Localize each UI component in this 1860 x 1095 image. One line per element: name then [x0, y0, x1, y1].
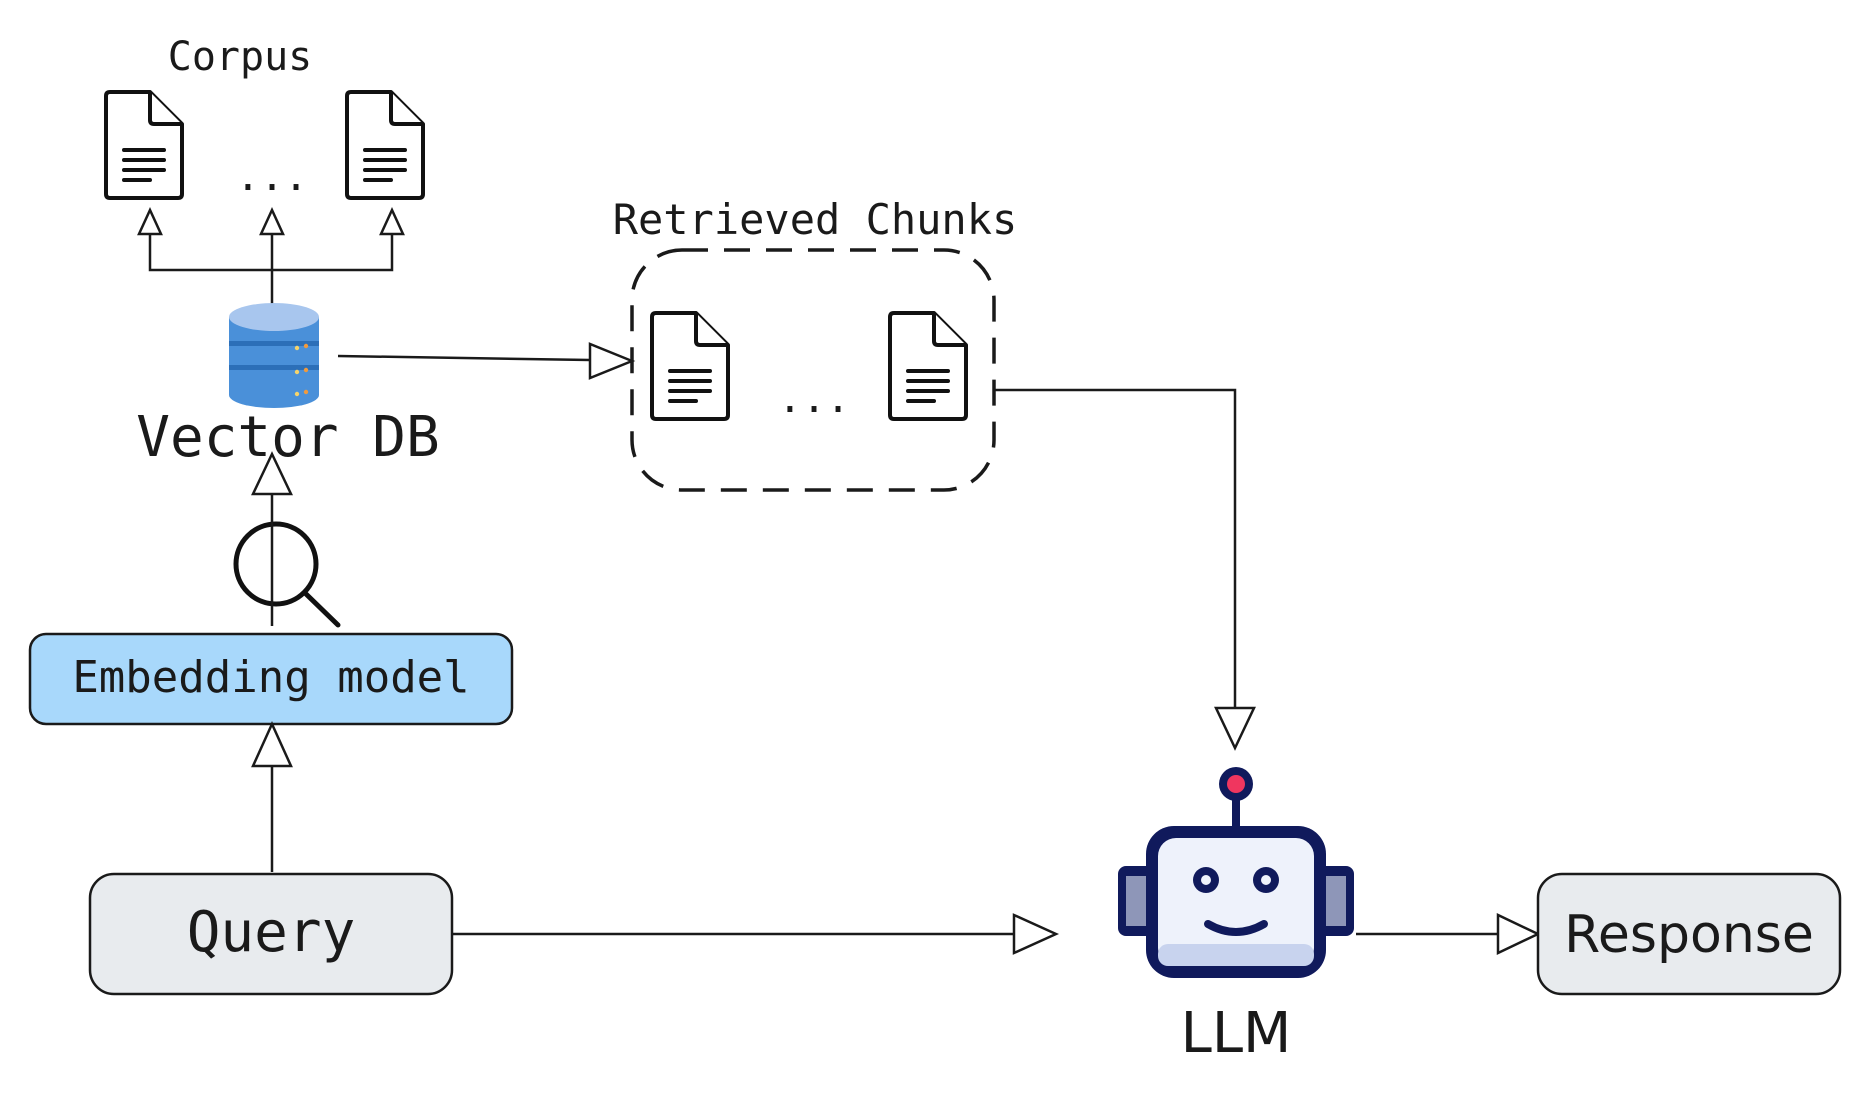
chunks-ellipsis: ... [778, 376, 850, 422]
llm-to-response-arrow [1356, 913, 1541, 955]
chunk-doc-2-icon [888, 311, 968, 421]
robot-icon [1118, 767, 1354, 978]
query-to-embedding-arrow [251, 720, 293, 872]
db-to-chunks-arrow [337, 342, 636, 380]
llm-label: LLM [1181, 1001, 1292, 1066]
corpus-doc-1-icon [104, 90, 184, 200]
retrieved-chunks-container [630, 248, 996, 492]
vector-db-label: Vector DB [136, 405, 439, 470]
db-to-corpus-connector [137, 206, 405, 305]
embedding-to-db-arrow [251, 451, 293, 626]
database-icon [229, 303, 319, 408]
chunk-doc-1-icon [650, 311, 730, 421]
chunks-to-llm-connector [994, 388, 1256, 751]
query-label: Query [187, 900, 356, 965]
corpus-label: Corpus [168, 34, 313, 80]
response-label: Response [1564, 905, 1814, 965]
corpus-ellipsis: ... [236, 154, 308, 200]
magnifier-icon [233, 521, 341, 628]
query-to-llm-arrow [452, 913, 1060, 955]
embedding-model-label: Embedding model [72, 652, 469, 703]
response-box [1536, 872, 1842, 996]
retrieved-chunks-label: Retrieved Chunks [613, 195, 1018, 244]
corpus-doc-2-icon [345, 90, 425, 200]
